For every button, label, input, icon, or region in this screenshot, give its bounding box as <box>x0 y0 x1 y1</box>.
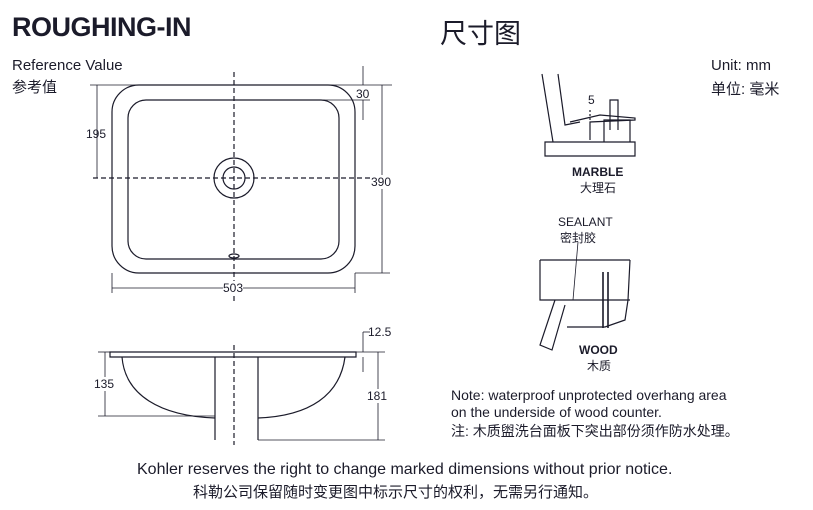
dim-390: 390 <box>371 175 392 189</box>
sealant-label-cn: 密封胶 <box>560 231 597 245</box>
side-view <box>98 331 385 445</box>
footer-en: Kohler reserves the right to change mark… <box>137 461 673 478</box>
unit-cn: 单位: 毫米 <box>711 81 780 98</box>
unit-en: Unit: mm <box>711 57 771 74</box>
note-cn: 注: 木质盥洗台面板下突出部份须作防水处理。 <box>451 423 739 439</box>
dim-30: 30 <box>356 87 370 101</box>
dim-503: 503 <box>223 281 244 295</box>
wood-detail <box>539 241 631 351</box>
note-en-line1: Note: waterproof unprotected overhang ar… <box>451 387 727 403</box>
marble-label-en: MARBLE <box>572 165 624 179</box>
marble-detail <box>541 73 636 157</box>
dim-135: 135 <box>94 377 115 391</box>
reference-en: Reference Value <box>12 57 123 74</box>
wood-label-cn: 木质 <box>587 359 612 373</box>
wood-label-en: WOOD <box>579 343 618 357</box>
dim-195: 195 <box>86 127 107 141</box>
dim-5: 5 <box>588 93 595 107</box>
marble-label-cn: 大理石 <box>580 181 617 195</box>
dim-181: 181 <box>367 389 388 403</box>
plan-view <box>90 66 392 302</box>
sealant-label-en: SEALANT <box>558 215 613 229</box>
dim-12-5: 12.5 <box>368 325 392 339</box>
footer-cn: 科勒公司保留随时变更图中标示尺寸的权利，无需另行通知。 <box>193 484 599 501</box>
reference-cn: 参考值 <box>12 79 58 96</box>
note-en-line2: on the underside of wood counter. <box>451 404 662 420</box>
title-en: ROUGHING-IN <box>12 12 192 42</box>
title-cn: 尺寸图 <box>440 19 521 49</box>
